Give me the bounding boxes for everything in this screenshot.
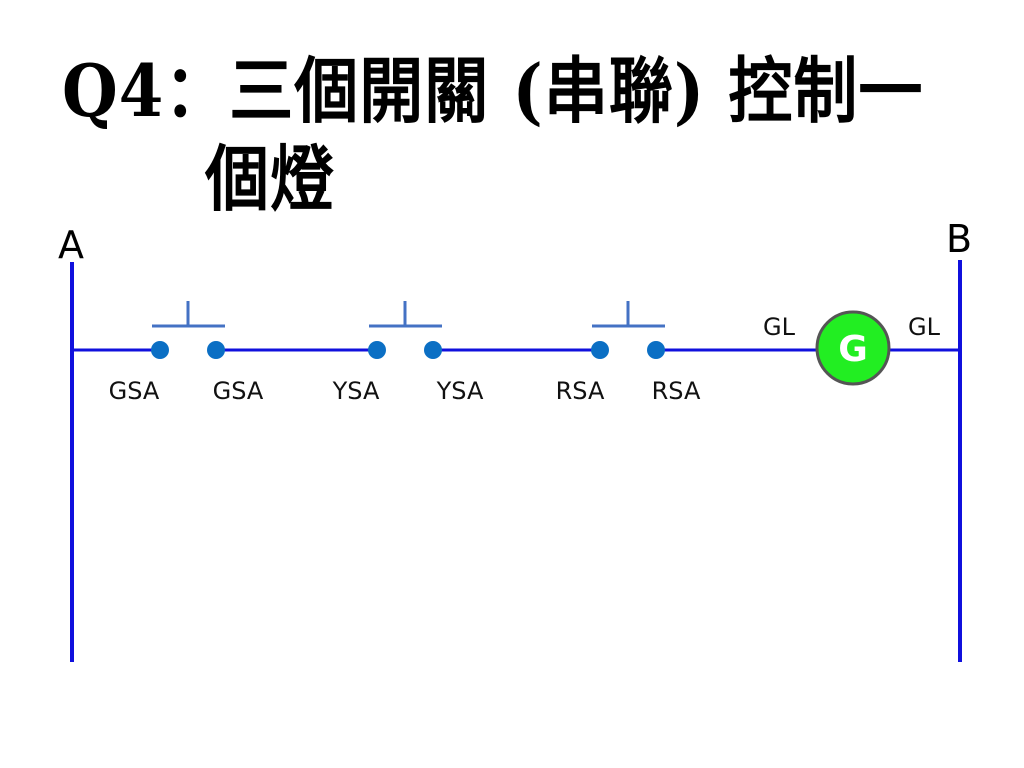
page-title-line-2: 個燈 bbox=[205, 138, 335, 222]
switch-label: RSA bbox=[652, 377, 701, 405]
switch-terminal bbox=[368, 341, 386, 359]
lamp-gl: G GL GL bbox=[763, 310, 941, 386]
rail-b-label: B bbox=[946, 217, 972, 261]
lamp-right-label: GL bbox=[908, 313, 941, 341]
switch-label: GSA bbox=[213, 377, 264, 405]
switch-rsa: RSA RSA bbox=[556, 301, 701, 405]
switch-terminal bbox=[591, 341, 609, 359]
switch-terminal bbox=[151, 341, 169, 359]
switch-terminal bbox=[207, 341, 225, 359]
lamp-left-label: GL bbox=[763, 313, 796, 341]
rail-a-label: A bbox=[58, 223, 84, 267]
switch-terminal bbox=[647, 341, 665, 359]
switch-label: RSA bbox=[556, 377, 605, 405]
page-title-line-1: Q4：三個開關 (串聯) 控制一 bbox=[62, 50, 924, 134]
switch-label: GSA bbox=[109, 377, 160, 405]
lamp-circle bbox=[815, 310, 891, 386]
switch-ysa: YSA YSA bbox=[332, 301, 484, 405]
switch-label: YSA bbox=[332, 377, 380, 405]
switch-label: YSA bbox=[436, 377, 484, 405]
lamp-letter: G bbox=[838, 329, 868, 370]
switch-gsa: GSA GSA bbox=[109, 301, 264, 405]
switch-terminal bbox=[424, 341, 442, 359]
